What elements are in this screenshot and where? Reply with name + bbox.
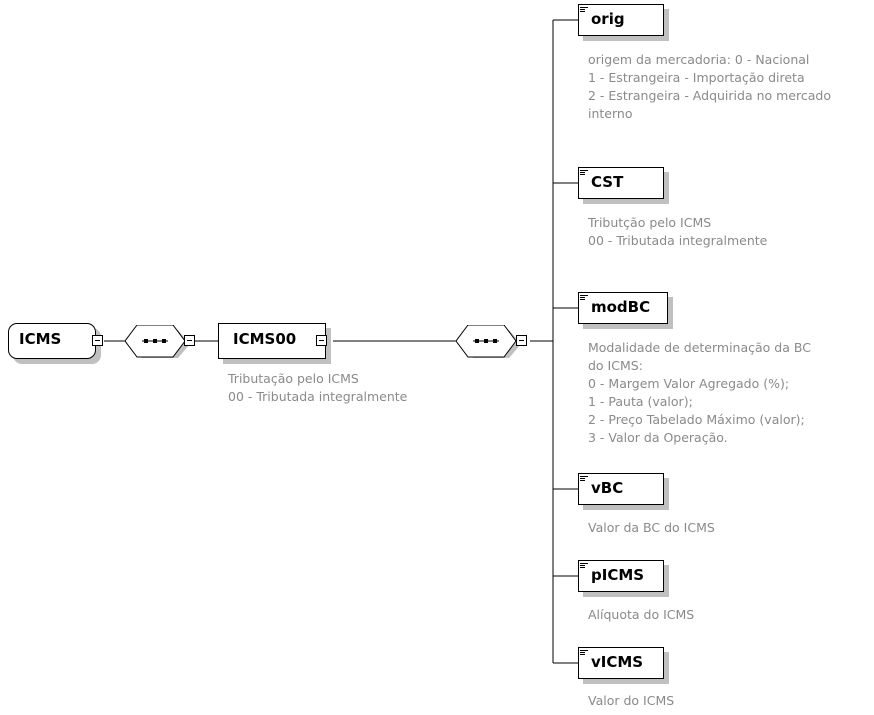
element-lines-icon [580, 7, 588, 15]
picms-documentation: Alíquota do ICMS [588, 606, 694, 624]
modbc-doc-line: do ICMS: [588, 358, 643, 373]
icms00-doc-line: Tributação pelo ICMS [228, 371, 359, 386]
cst-doc-line: Tributção pelo ICMS [588, 215, 712, 230]
collapse-icms-minus-icon[interactable] [92, 335, 103, 346]
picms-doc-line: Alíquota do ICMS [588, 607, 695, 622]
collapse-seq1-minus-icon[interactable] [184, 335, 195, 346]
modbc-doc-line: Modalidade de determinação da BC [588, 340, 811, 355]
modbc-doc-line: 0 - Margem Valor Agregado (%); [588, 376, 790, 391]
element-orig[interactable]: orig [578, 4, 664, 36]
vicms-documentation: Valor do ICMS [588, 692, 674, 710]
element-vbc[interactable]: vBC [578, 473, 664, 505]
element-cst[interactable]: CST [578, 167, 664, 199]
element-modbc-label: modBC [591, 298, 651, 316]
element-lines-icon [580, 476, 588, 484]
element-vbc-label: vBC [591, 479, 624, 497]
element-icms[interactable]: ICMS [8, 323, 96, 359]
orig-doc-line: interno [588, 106, 633, 121]
cst-doc-line: 00 - Tributada integralmente [588, 233, 768, 248]
sequence-icon [456, 325, 521, 358]
element-lines-icon [580, 650, 588, 658]
icms00-documentation: Tributação pelo ICMS 00 - Tributada inte… [228, 370, 407, 406]
orig-documentation: origem da mercadoria: 0 - Nacional 1 - E… [588, 51, 831, 123]
element-lines-icon [580, 563, 588, 571]
sequence-compositor-2[interactable] [456, 325, 521, 358]
modbc-documentation: Modalidade de determinação da BC do ICMS… [588, 339, 811, 447]
modbc-doc-line: 2 - Preço Tabelado Máximo (valor); [588, 412, 805, 427]
element-picms-label: pICMS [591, 566, 645, 584]
element-cst-label: CST [591, 173, 624, 191]
cst-documentation: Tributção pelo ICMS 00 - Tributada integ… [588, 214, 767, 250]
element-picms[interactable]: pICMS [578, 560, 664, 592]
modbc-doc-line: 1 - Pauta (valor); [588, 394, 693, 409]
vbc-documentation: Valor da BC do ICMS [588, 519, 715, 537]
icms00-doc-line: 00 - Tributada integralmente [228, 389, 408, 404]
orig-doc-line: 2 - Estrangeira - Adquirida no mercado [588, 88, 831, 103]
element-vicms-label: vICMS [591, 653, 644, 671]
element-modbc[interactable]: modBC [578, 292, 668, 324]
element-vicms[interactable]: vICMS [578, 647, 664, 679]
orig-doc-line: origem da mercadoria: 0 - Nacional [588, 52, 810, 67]
modbc-doc-line: 3 - Valor da Operação. [588, 430, 728, 445]
collapse-seq2-minus-icon[interactable] [516, 335, 527, 346]
element-icms-label: ICMS [19, 330, 62, 348]
vicms-doc-line: Valor do ICMS [588, 693, 675, 708]
sequence-compositor-1[interactable] [125, 325, 190, 358]
element-icms00[interactable]: ICMS00 [218, 323, 326, 359]
element-lines-icon [580, 295, 588, 303]
element-lines-icon [580, 170, 588, 178]
element-icms00-label: ICMS00 [233, 330, 297, 348]
vbc-doc-line: Valor da BC do ICMS [588, 520, 715, 535]
element-orig-label: orig [591, 10, 625, 28]
collapse-icms00-minus-icon[interactable] [316, 335, 327, 346]
orig-doc-line: 1 - Estrangeira - Importação direta [588, 70, 805, 85]
sequence-icon [125, 325, 190, 358]
